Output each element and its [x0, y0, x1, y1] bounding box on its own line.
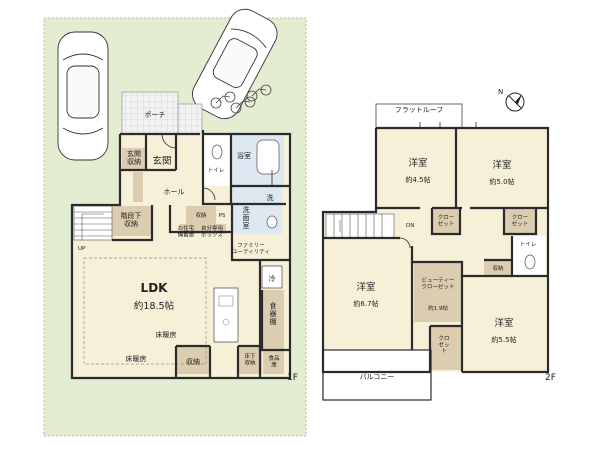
storage-bottom-label: 収納	[186, 357, 200, 366]
storage-bottom	[176, 346, 210, 374]
storage-1f	[186, 206, 216, 224]
north-arrow-icon: N	[498, 88, 525, 112]
closet-a	[432, 208, 460, 234]
walls-2f	[321, 126, 550, 374]
beauty-closet	[414, 262, 462, 322]
room-b-size: 約5.0帖	[489, 177, 514, 186]
family-utility-label: ファミリーユーティリティ	[232, 242, 270, 255]
north-label: N	[498, 88, 503, 96]
toilet-icon	[524, 254, 536, 270]
pantry-shelf	[262, 290, 284, 350]
food-storage-label: 食品庫	[268, 354, 280, 368]
kitchen-counter	[213, 287, 239, 343]
fridge-label: 冷	[269, 274, 276, 283]
room-d-label: 洋室	[494, 317, 513, 329]
pantry-label: 食器棚	[270, 301, 277, 326]
room-c-size: 約6.7帖	[353, 299, 378, 308]
fridge-box	[261, 265, 283, 289]
toilet-1f-label: トイレ	[208, 168, 225, 174]
underfloor-storage-label: 床下収納	[244, 352, 256, 366]
ldk-label: LDK	[141, 281, 169, 295]
storage-1f-label: 収納	[195, 211, 207, 219]
sink-icon	[266, 215, 278, 229]
closet-a-label: クローゼット	[438, 214, 455, 227]
car-icon	[192, 8, 278, 120]
room-b-label: 洋室	[492, 159, 511, 171]
stairs-storage	[112, 206, 152, 236]
toilet-1f	[203, 134, 231, 186]
porch	[121, 91, 179, 135]
shoe-cabinet	[133, 172, 143, 202]
stairs-2f	[325, 213, 395, 239]
food-storage	[263, 350, 284, 374]
storage-2f-label: 収納	[492, 264, 504, 272]
toilet-2f-label: トイレ	[520, 242, 537, 248]
room-a-label: 洋室	[408, 157, 427, 169]
floor-1-tag: 1F	[287, 373, 298, 383]
wash-label: 洗	[267, 193, 274, 202]
washroom-label: 洗面室	[243, 205, 250, 230]
first-floor: ポーチ UP	[43, 8, 307, 437]
closet-c-label: クロゼット	[438, 335, 449, 355]
floor-2-tag: 2F	[545, 373, 556, 383]
beauty-closet-size: 約1.9帖	[428, 304, 448, 312]
flat-roof-label: フラットルーフ	[395, 106, 444, 114]
car-icon	[57, 31, 109, 161]
porch-label: ポーチ	[145, 111, 166, 119]
floor-heating-label-1: 床暖房	[156, 330, 177, 339]
closet-b-label: クローゼット	[512, 214, 529, 227]
ldk-size-label: 約18.5帖	[134, 300, 175, 312]
storage-2f	[484, 260, 512, 276]
storage-note-b: 自分専用ボックス	[201, 224, 223, 238]
closet-c	[430, 326, 462, 370]
second-floor: フラットルーフ N DN バルコニー	[321, 88, 556, 401]
walls-1f	[70, 130, 292, 380]
room-d-size: 約5.5帖	[491, 335, 516, 344]
entrance-label: 玄関	[152, 155, 171, 167]
entrance-storage	[122, 148, 146, 170]
balcony-label: バルコニー	[360, 373, 395, 381]
dn-label: DN	[406, 223, 414, 229]
closet-b	[504, 208, 536, 234]
toilet-icon	[211, 144, 223, 160]
bicycle-icon	[210, 84, 272, 114]
floor-heating-zone	[83, 257, 207, 365]
stairs-1f	[73, 205, 113, 241]
underfloor-storage	[238, 346, 262, 374]
up-label: UP	[78, 246, 86, 252]
ps-label: PS	[219, 213, 226, 219]
stairs-storage-label: 階段下収納	[121, 211, 142, 228]
floor-heating-label-2: 床暖房	[126, 354, 147, 363]
hall-label: ホール	[164, 188, 185, 196]
room-a-size: 約4.5帖	[405, 175, 430, 184]
entrance-storage-label: 玄関収納	[127, 149, 141, 166]
room-c-label: 洋室	[356, 281, 375, 293]
beauty-closet-label: ビューティークローゼット	[421, 276, 454, 290]
storage-note-a: お住宅備蓄庫	[178, 224, 195, 238]
bathroom-label: 浴室	[237, 151, 251, 160]
bathtub-icon	[256, 139, 280, 175]
balcony	[322, 349, 432, 401]
